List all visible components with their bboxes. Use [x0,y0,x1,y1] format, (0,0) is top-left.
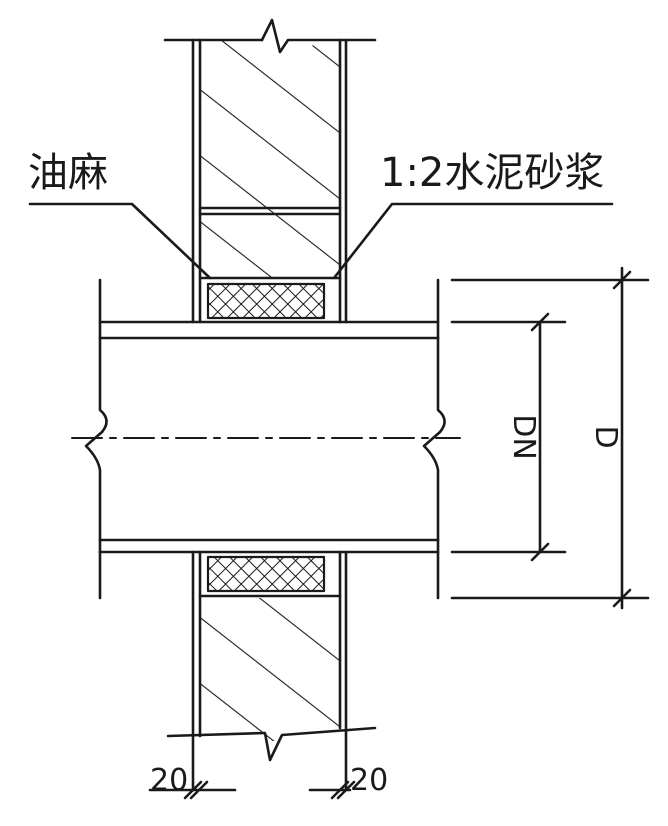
dn-label: DN [506,414,541,460]
oakum-leader [28,202,212,280]
sleeve [98,278,440,600]
gap-dimension-left [148,780,237,800]
oakum-label: 油麻 [28,150,108,196]
mortar-label: 1:2水泥砂浆 [380,150,604,196]
gap-left-label: 20 [150,763,188,798]
lower-wall [166,550,377,792]
mortar-leader [332,202,614,280]
d-dimension [450,266,650,610]
gap-right-label: 20 [350,763,388,798]
lower-packing [206,555,326,593]
d-label: D [588,425,623,448]
gap-dimension-right [308,780,356,800]
dn-dimension [450,312,567,562]
upper-packing [198,276,342,320]
upper-wall [163,18,377,324]
